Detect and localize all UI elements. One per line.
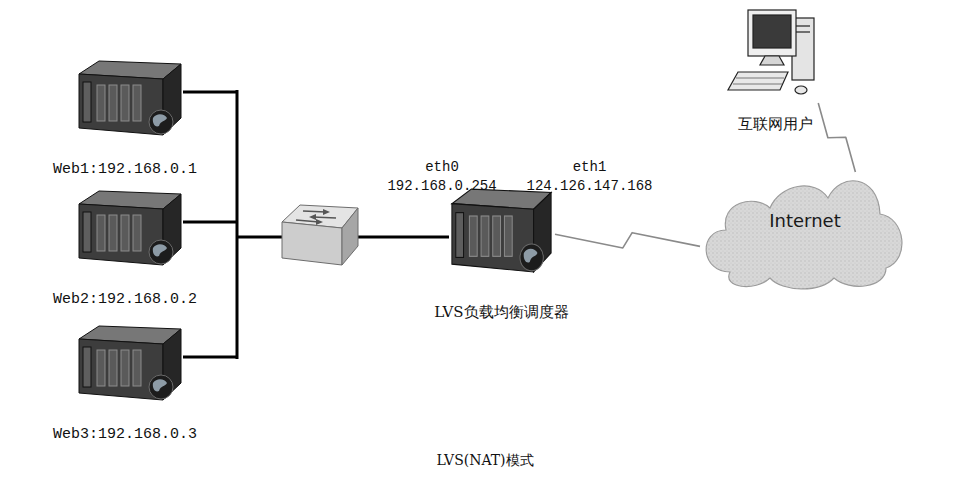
server-label: Web1:192.168.0.1 — [40, 160, 210, 179]
user-label: 互联网用户 — [708, 115, 843, 134]
drive-bay — [133, 215, 141, 251]
drive-bay — [97, 85, 105, 121]
load-balancer-node-outline — [448, 188, 555, 272]
server-node-outline — [75, 60, 185, 135]
drive-bay — [481, 216, 489, 256]
arrow-line — [313, 217, 336, 218]
drive-bay — [121, 350, 129, 386]
switch-symbol — [282, 205, 358, 265]
server-node-outline — [75, 190, 185, 265]
drive-bay — [133, 85, 141, 121]
tower-slot — [796, 31, 810, 32]
computer-symbol — [728, 10, 814, 94]
keyboard-keys — [736, 77, 784, 78]
drive-bay — [97, 215, 105, 251]
server-node: Web1:192.168.0.1 — [75, 60, 185, 135]
lightning-link — [818, 103, 855, 172]
keyboard — [728, 72, 788, 90]
tower-slot — [796, 25, 810, 26]
drive-bay — [109, 215, 117, 251]
monitor-stand — [760, 56, 784, 65]
drive-bay — [133, 350, 141, 386]
server-node: Web2:192.168.0.2 — [75, 190, 185, 265]
interface-label: eth0 192.168.0.254 — [377, 158, 507, 196]
monitor-body — [748, 10, 796, 56]
drive-bay — [504, 216, 512, 256]
wire — [357, 236, 449, 239]
wire — [183, 91, 237, 94]
server-symbol — [452, 189, 551, 272]
server-label: Web2:192.168.0.2 — [40, 290, 210, 309]
server-symbol — [79, 326, 181, 400]
globe-land — [153, 114, 167, 126]
keyboard-keys — [733, 83, 782, 84]
lan-wires — [183, 90, 449, 359]
drive-bay — [121, 215, 129, 251]
wire — [183, 221, 237, 224]
globe-badge — [149, 240, 173, 264]
load-balancer-label: LVS负载均衡调度器 — [408, 303, 595, 322]
switch-arrows — [296, 209, 336, 225]
load-balancer-node: LVS负载均衡调度器 — [448, 188, 555, 272]
server-handle — [83, 212, 91, 252]
drive-bay — [493, 216, 501, 256]
drive-bay — [109, 85, 117, 121]
server-handle — [456, 213, 464, 258]
server-handle — [83, 82, 91, 122]
cloud-label: Internet — [700, 211, 910, 230]
globe-land — [524, 249, 538, 263]
arrow-line — [296, 220, 319, 222]
bus-wire — [236, 90, 239, 359]
globe-badge — [149, 375, 173, 399]
user-computer: 互联网用户 — [728, 8, 823, 103]
monitor-screen — [753, 15, 791, 48]
wire — [183, 356, 237, 359]
mouse — [795, 86, 807, 94]
switch-front — [282, 222, 342, 265]
interface-label: eth1 124.126.147.168 — [522, 158, 657, 196]
server-symbol — [79, 191, 181, 265]
cloud-shape — [706, 181, 902, 289]
arrow-line — [303, 211, 326, 212]
arrow-head — [309, 214, 316, 220]
drive-bay — [97, 350, 105, 386]
arrow-head — [323, 209, 330, 215]
globe-badge — [149, 110, 173, 134]
drive-bay — [469, 216, 477, 256]
drive-bay — [109, 350, 117, 386]
wire — [237, 236, 283, 239]
server-node: Web3:192.168.0.3 — [75, 325, 185, 400]
server-node-outline — [75, 325, 185, 400]
server-handle — [83, 347, 91, 387]
diagram-caption: LVS(NAT)模式 — [385, 452, 585, 470]
arrow-head — [316, 219, 323, 225]
internet-cloud: Internet — [700, 172, 910, 292]
globe-land — [153, 244, 167, 256]
user-computer-outline — [728, 8, 823, 103]
cloud-texture — [706, 181, 902, 289]
drive-bay — [121, 85, 129, 121]
globe-badge — [520, 244, 543, 271]
server-label: Web3:192.168.0.3 — [40, 425, 210, 444]
server-symbol — [79, 61, 181, 135]
globe-land — [153, 379, 167, 391]
lightning-link — [555, 233, 700, 248]
switch-side — [342, 208, 358, 265]
internet-cloud-outline — [700, 172, 910, 292]
